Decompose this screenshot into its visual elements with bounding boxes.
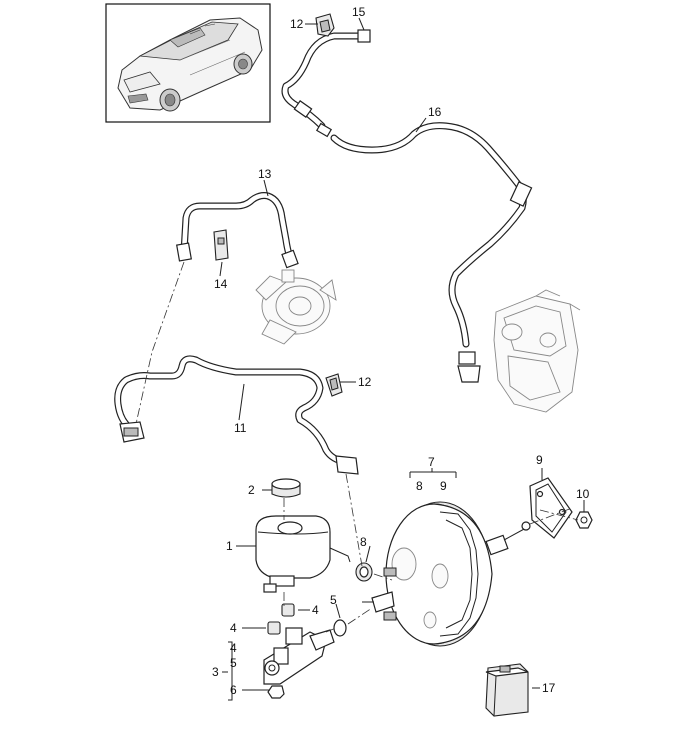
clip-12-top — [315, 13, 335, 37]
suv-thumbnail-icon — [117, 17, 263, 112]
callout-16: 16 — [428, 105, 442, 119]
callout-9-upper: 9 — [440, 479, 447, 493]
callout-15: 15 — [352, 5, 366, 19]
callout-14: 14 — [214, 277, 228, 291]
callout-17: 17 — [542, 681, 556, 695]
callout-12-top: 12 — [290, 17, 304, 31]
callout-8-seal: 8 — [360, 535, 367, 549]
callout-6: 6 — [230, 683, 237, 697]
callout-8-upper: 8 — [416, 479, 423, 493]
callout-9-gasket: 9 — [536, 453, 543, 467]
callout-4-left: 4 — [230, 621, 237, 635]
vehicle-thumbnail — [105, 3, 271, 123]
callout-7: 7 — [428, 455, 435, 469]
reservoir-1 — [255, 515, 351, 593]
clip-12-lower — [325, 373, 343, 397]
master-cylinder-3 — [263, 627, 335, 685]
callout-4-group: 4 — [230, 641, 237, 655]
reservoir-cap-2 — [271, 478, 301, 498]
callout-5-oring: 5 — [330, 593, 337, 607]
callout-labels: 12 15 16 13 14 12 11 7 8 9 9 10 2 1 8 5 … — [212, 5, 590, 697]
vacuum-hose-13 — [176, 192, 299, 269]
brake-booster-7 — [362, 501, 531, 647]
vacuum-pump — [255, 269, 337, 345]
callout-13: 13 — [258, 167, 272, 181]
leader-lines — [219, 17, 585, 701]
seal-8 — [355, 562, 373, 582]
vacuum-hose-11 — [114, 355, 359, 475]
brake-fluid-can-17 — [485, 663, 529, 717]
gasket-9 — [529, 477, 573, 539]
assembly-lines — [135, 261, 579, 633]
engine-block — [493, 289, 581, 413]
grommet-4a — [281, 603, 295, 617]
bracket-14 — [213, 229, 229, 261]
nut-10 — [575, 511, 593, 529]
plug-6 — [267, 685, 285, 699]
o-ring-5 — [333, 619, 347, 637]
vacuum-hose-16 — [281, 29, 533, 383]
grommet-4b — [267, 621, 281, 635]
callout-4-right: 4 — [312, 603, 319, 617]
callout-11: 11 — [234, 421, 247, 435]
callout-12-lower: 12 — [358, 375, 372, 389]
callout-3: 3 — [212, 665, 219, 679]
callout-1: 1 — [226, 539, 233, 553]
callout-2: 2 — [248, 483, 255, 497]
callout-10: 10 — [576, 487, 590, 501]
callout-5-group: 5 — [230, 656, 237, 670]
